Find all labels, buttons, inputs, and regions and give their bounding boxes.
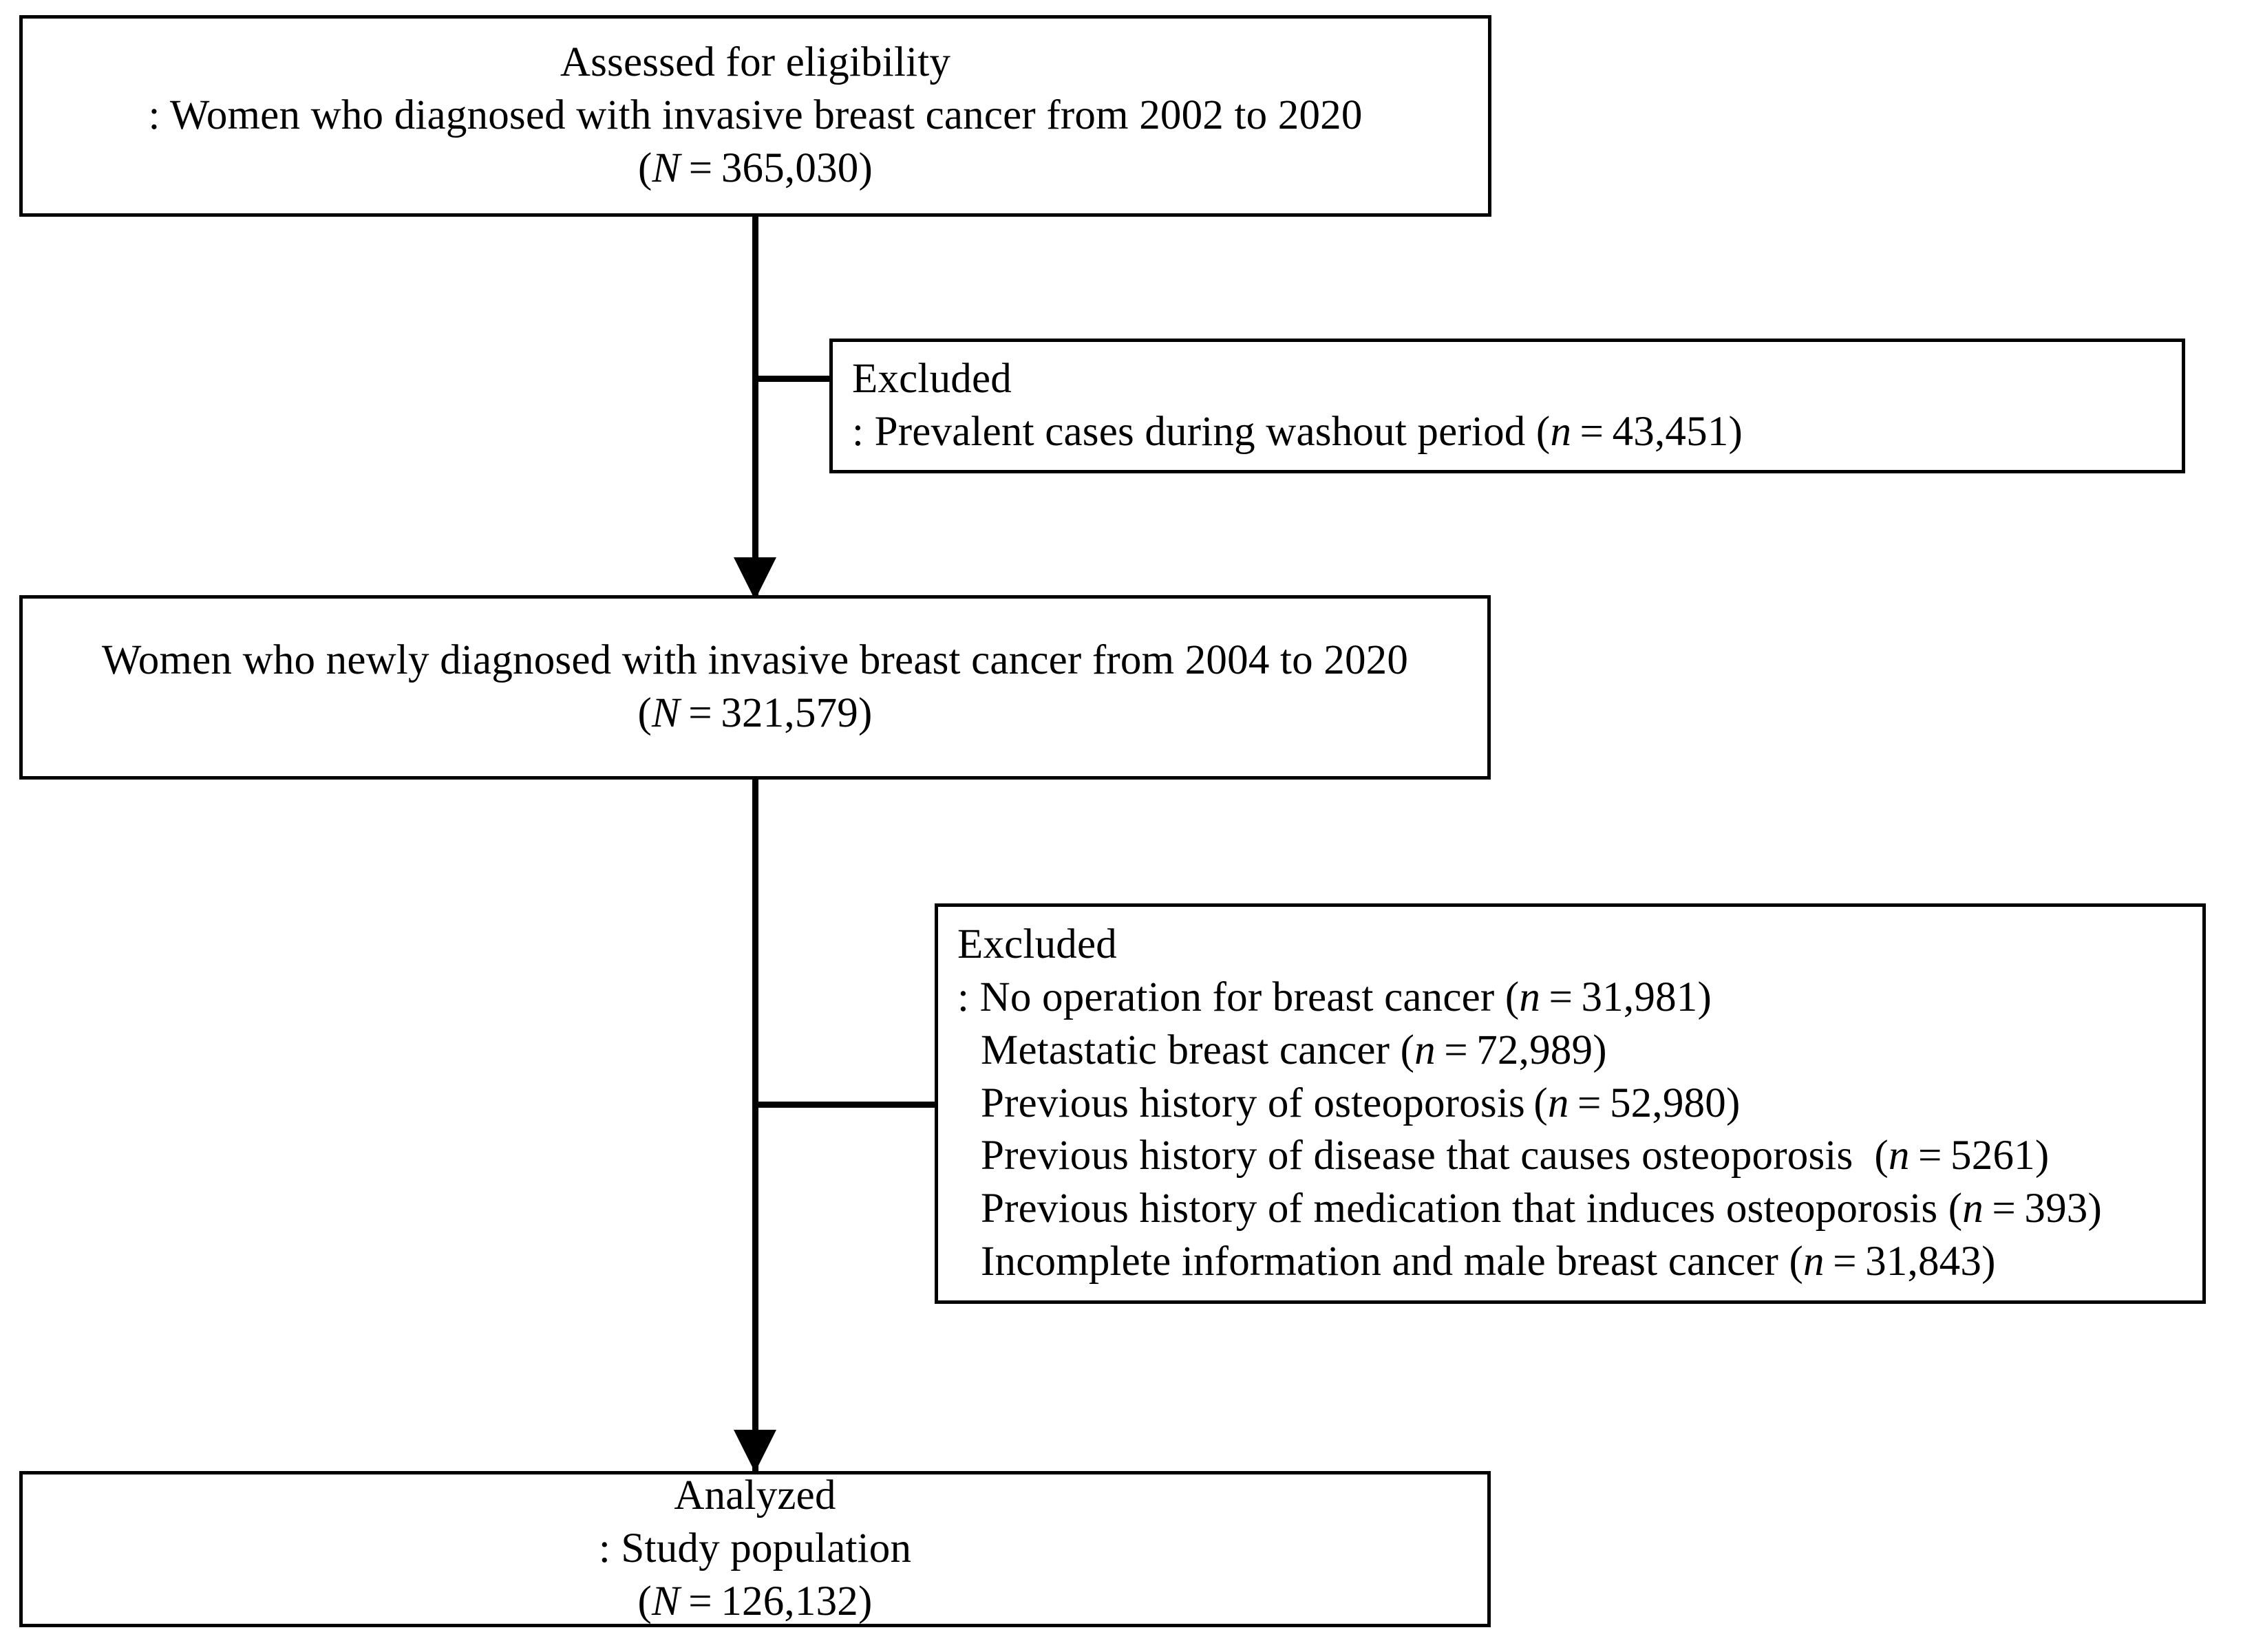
excluded-2-item-1: : No operation for breast cancer (n = 31…: [957, 974, 1712, 1020]
branch-line-to-excluded-2: [752, 1102, 938, 1108]
connector-line-newly-to-analyzed: [752, 780, 758, 1473]
arrowhead-to-analyzed: [734, 1430, 776, 1472]
no-operation-count: 31,981: [1581, 974, 1698, 1020]
prev-disease-count: 5261: [1950, 1133, 2035, 1179]
arrowhead-to-newly-diagnosed: [734, 557, 776, 600]
branch-line-to-excluded-1: [752, 376, 833, 382]
newly-diagnosed-line-1: Women who newly diagnosed with invasive …: [101, 637, 1409, 684]
incomplete-male-count: 31,843: [1865, 1238, 1982, 1285]
excluded-box-2: Excluded : No operation for breast cance…: [935, 903, 2206, 1304]
assessed-line-1: Assessed for eligibility: [560, 39, 951, 86]
analyzed-line-1: Analyzed: [674, 1472, 836, 1519]
excluded-2-item-2: Metastatic breast cancer (n = 72,989): [981, 1027, 1607, 1073]
newly-diagnosed-count: 321,579: [721, 690, 858, 736]
analyzed-line-2: : Study population: [598, 1525, 912, 1572]
analyzed-line-3: (N = 126,132): [637, 1578, 873, 1624]
assessed-for-eligibility-box: Assessed for eligibility : Women who dia…: [19, 15, 1491, 217]
metastatic-count: 72,989: [1476, 1027, 1593, 1073]
newly-diagnosed-line-2: (N = 321,579): [637, 690, 873, 736]
excluded-1-heading: Excluded: [852, 356, 1012, 403]
excluded-2-heading: Excluded: [957, 921, 1117, 967]
assessed-count: 365,030: [721, 144, 859, 191]
excluded-2-item-5: Previous history of medication that indu…: [981, 1186, 2103, 1232]
prev-osteoporosis-count: 52,980: [1609, 1080, 1726, 1126]
assessed-line-2: : Women who diagnosed with invasive brea…: [148, 92, 1363, 139]
excluded-2-item-4: Previous history of disease that causes …: [981, 1133, 2050, 1179]
newly-diagnosed-box: Women who newly diagnosed with invasive …: [19, 595, 1491, 780]
excluded-1-item-1: : Prevalent cases during washout period …: [852, 409, 1743, 455]
prevalent-washout-count: 43,451: [1612, 409, 1729, 455]
excluded-box-1: Excluded : Prevalent cases during washou…: [829, 339, 2185, 473]
assessed-line-3: (N = 365,030): [637, 144, 873, 191]
excluded-2-item-6: Incomplete information and male breast c…: [981, 1238, 1996, 1285]
analyzed-box: Analyzed : Study population (N = 126,132…: [19, 1471, 1491, 1627]
excluded-2-item-3: Previous history of osteoporosis (n = 52…: [981, 1080, 1741, 1126]
analyzed-count: 126,132: [721, 1578, 858, 1624]
prev-medication-count: 393: [2024, 1186, 2088, 1232]
connector-line-assessed-to-newly: [752, 217, 758, 602]
